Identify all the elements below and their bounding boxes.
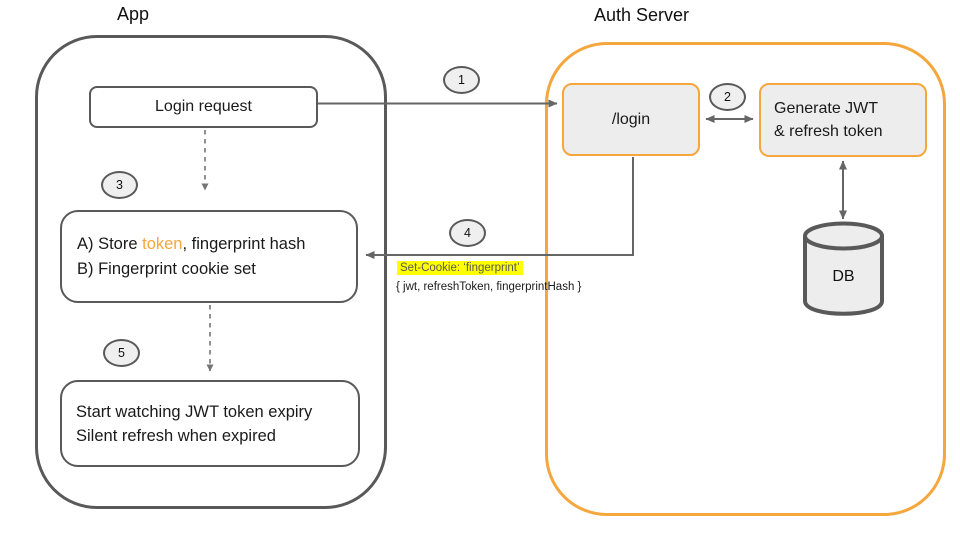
generate-jwt-node: Generate JWT & refresh token bbox=[759, 83, 927, 157]
login-endpoint-node: /login bbox=[562, 83, 700, 156]
db-label: DB bbox=[832, 268, 855, 285]
auth-server-title: Auth Server bbox=[594, 5, 690, 25]
step-badge-5: 5 bbox=[103, 339, 140, 367]
app-container bbox=[35, 35, 387, 509]
auth-server-container bbox=[545, 42, 946, 516]
store-token-line-a: A) Store token, fingerprint hash bbox=[77, 234, 306, 253]
token-highlight-text: token bbox=[142, 234, 183, 253]
step-badge-3: 3 bbox=[101, 171, 138, 199]
store-token-node: A) Store token, fingerprint hash B) Fing… bbox=[60, 210, 358, 303]
watch-expiry-line-2: Silent refresh when expired bbox=[76, 426, 276, 445]
step-badge-2: 2 bbox=[709, 83, 746, 111]
step-badge-1: 1 bbox=[443, 66, 480, 94]
watch-expiry-line-1: Start watching JWT token expiry bbox=[76, 402, 313, 421]
set-cookie-annotation: Set-Cookie: ‘fingerprint’ bbox=[397, 261, 523, 275]
response-payload-annotation: { jwt, refreshToken, fingerprintHash } bbox=[396, 281, 582, 293]
store-token-line-b: B) Fingerprint cookie set bbox=[77, 259, 256, 278]
login-request-node: Login request bbox=[89, 86, 318, 128]
login-endpoint-label: /login bbox=[611, 110, 651, 128]
generate-jwt-line-1: Generate JWT bbox=[774, 100, 879, 117]
watch-expiry-node: Start watching JWT token expiry Silent r… bbox=[60, 380, 360, 467]
step-badge-4: 4 bbox=[449, 219, 486, 247]
generate-jwt-line-2: & refresh token bbox=[774, 123, 883, 140]
login-request-label: Login request bbox=[155, 98, 252, 115]
app-container-title: App bbox=[117, 4, 150, 24]
